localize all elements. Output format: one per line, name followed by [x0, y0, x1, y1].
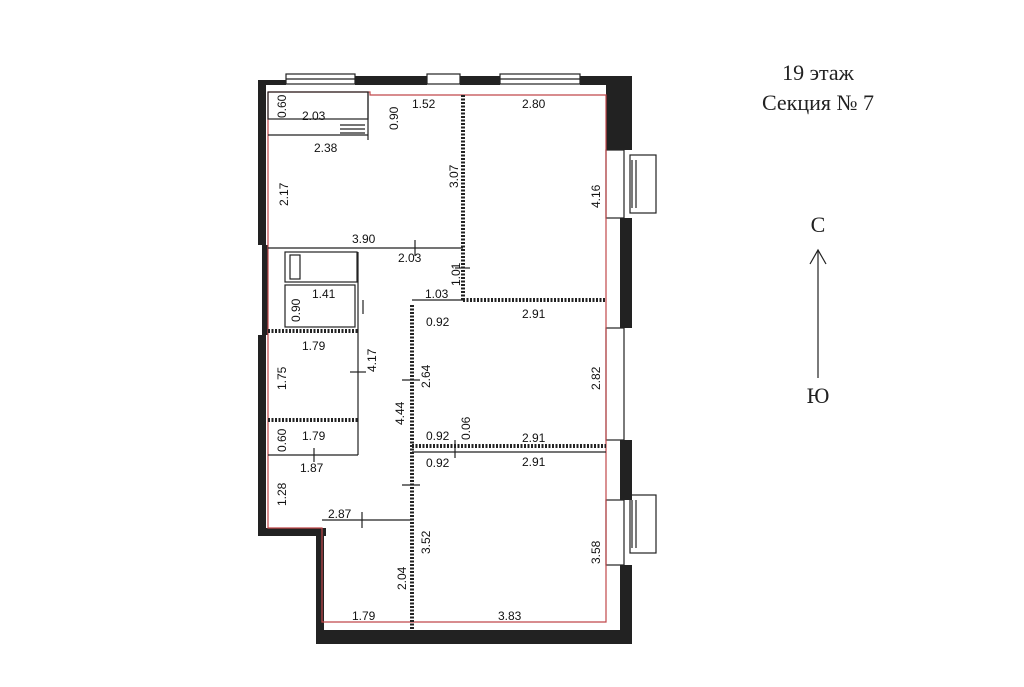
dim-label: 2.04 — [395, 566, 409, 590]
dim-label: 3.07 — [447, 164, 461, 188]
window-top-2 — [426, 73, 461, 85]
dim-label: 4.17 — [365, 348, 379, 372]
dim-label: 0.92 — [426, 456, 450, 470]
wall-left-4 — [316, 528, 324, 644]
dim-label: 4.44 — [393, 401, 407, 425]
window-right-3 — [605, 499, 625, 566]
dim-label: 2.64 — [419, 364, 433, 388]
wall-top-mid — [355, 76, 427, 85]
balcony-right-1 — [629, 154, 657, 214]
wall-left-1 — [258, 85, 266, 245]
dim-label: 0.60 — [275, 428, 289, 452]
dim-label: 2.87 — [328, 507, 352, 521]
red-outline — [267, 91, 607, 623]
wall-left-3 — [258, 335, 266, 530]
dim-label: 2.91 — [522, 431, 546, 445]
wall-top-mid2 — [460, 76, 500, 85]
wall-right-4 — [620, 565, 632, 643]
dim-label: 1.79 — [302, 429, 326, 443]
dim-label: 3.90 — [352, 232, 376, 246]
dim-label: 3.58 — [589, 540, 603, 564]
dim-label: 1.75 — [275, 366, 289, 390]
dim-label: 4.16 — [589, 184, 603, 208]
wall-right-2 — [620, 218, 632, 328]
wall-left-2 — [262, 245, 268, 335]
dim-label: 0.06 — [459, 416, 473, 440]
dim-label: 1.87 — [300, 461, 324, 475]
dim-label: 1.52 — [412, 97, 436, 111]
wall-right-1 — [606, 80, 632, 150]
dim-label: 2.80 — [522, 97, 546, 111]
dim-label: 1.79 — [352, 609, 376, 623]
dim-label: 0.92 — [426, 315, 450, 329]
dim-label: 0.90 — [289, 298, 303, 322]
inner-walls — [267, 91, 606, 630]
dim-label: 1.41 — [312, 287, 336, 301]
wall-top-left — [258, 80, 286, 85]
dim-label: 2.03 — [302, 109, 326, 123]
window-right-1 — [605, 149, 625, 219]
dim-label: 1.01 — [449, 262, 463, 286]
wc-box — [284, 284, 356, 328]
bathroom-box — [284, 251, 358, 283]
dim-label: 3.52 — [419, 530, 433, 554]
dim-label: 0.90 — [387, 106, 401, 130]
dim-label: 2.03 — [398, 251, 422, 265]
dim-label: 2.38 — [314, 141, 338, 155]
window-right-2 — [605, 327, 625, 441]
compass: С Ю — [807, 212, 830, 408]
dim-label: 1.03 — [425, 287, 449, 301]
dim-label: 1.79 — [302, 339, 326, 353]
dim-label: 2.91 — [522, 455, 546, 469]
dim-label: 1.28 — [275, 482, 289, 506]
compass-arrow-head — [809, 248, 827, 265]
dim-label: 0.60 — [275, 94, 289, 118]
dim-label: 3.83 — [498, 609, 522, 623]
wall-left-step — [258, 528, 326, 536]
compass-south-label: Ю — [807, 383, 830, 408]
dim-label: 2.82 — [589, 366, 603, 390]
floor-label: 19 этаж — [782, 60, 855, 85]
dim-label: 0.92 — [426, 429, 450, 443]
wall-right-3 — [620, 440, 632, 500]
section-label: Секция № 7 — [762, 90, 874, 115]
dimension-labels: 0.60 2.03 0.90 1.52 2.80 2.38 2.17 3.07 … — [275, 94, 603, 623]
dim-label: 2.17 — [277, 182, 291, 206]
outer-walls — [258, 73, 657, 644]
balcony-right-2 — [629, 494, 657, 554]
dim-label: 2.91 — [522, 307, 546, 321]
compass-north-label: С — [811, 212, 826, 237]
